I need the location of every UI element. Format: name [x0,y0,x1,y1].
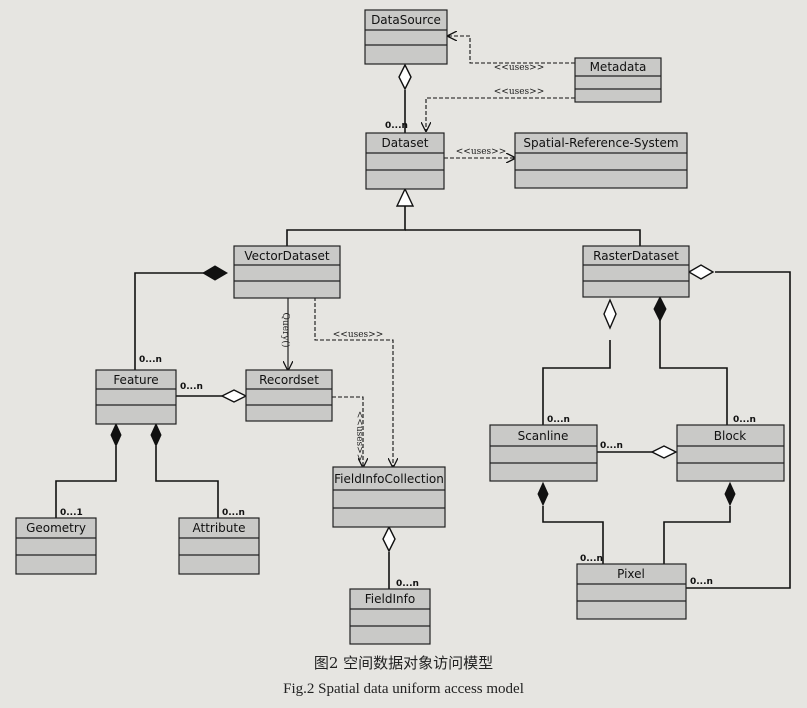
composition-line-feature-attribute [155,446,219,518]
class-metadata: Metadata [574,57,662,103]
multiplicity-scanline: 0...n [547,415,570,425]
generalization-line [286,206,406,246]
class-block: Block [676,424,785,482]
composition-diamond-vectordataset [202,265,228,281]
class-datasource: DataSource [364,9,448,65]
composition-line-vector-feature [134,272,226,370]
class-datasource-name: DataSource [371,13,441,27]
class-pixel-name: Pixel [617,567,645,581]
query-label: Query() [280,313,291,348]
composition-diamond-feature-attribute [150,422,162,448]
multiplicity-dataset: 0...n [385,121,408,131]
uses-link-datasource-metadata [448,36,575,64]
class-rasterdataset-name: RasterDataset [593,249,679,263]
class-fieldinfo: FieldInfo [349,588,431,645]
class-feature-name: Feature [113,373,158,387]
class-metadata-name: Metadata [590,60,647,74]
uses-label-dataset-srs: <<uses>> [456,147,507,157]
uses-label-recordset-fieldinfocollection: <<uses>> [354,411,364,462]
class-geometry: Geometry [15,517,97,575]
aggregation-line-raster-pixel [686,271,791,589]
aggregation-line-raster-scanline [542,340,611,425]
multiplicity-feature-top: 0...n [139,355,162,365]
composition-line-feature-geometry [55,446,117,518]
class-spatial-reference-system: Spatial-Reference-System [514,132,688,189]
generalization-triangle [395,187,415,207]
multiplicity-scanline-right: 0...n [600,441,623,451]
multiplicity-feature-right: 0...n [180,382,203,392]
uses-label-datasource-metadata: <<uses>> [494,63,545,73]
multiplicity-attribute: 0...n [222,508,245,518]
composition-diamond-block [724,481,736,507]
class-fieldinfo-name: FieldInfo [365,592,415,606]
uses-link-dataset-metadata [426,97,575,131]
multiplicity-pixel-right: 0...n [690,577,713,587]
aggregation-diamond-block [650,445,678,459]
aggregation-diamond-recordset [220,389,248,403]
aggregation-diamond-raster-pixel [687,264,715,280]
figure-caption-english: Fig.2 Spatial data uniform access model [283,681,524,697]
multiplicity-pixel-left: 0...n [580,554,603,564]
class-attribute: Attribute [178,517,260,575]
class-scanline: Scanline [489,424,598,482]
aggregation-diamond-raster-scanline [603,298,617,330]
aggregation-diamond-datasource [398,63,412,91]
class-vectordataset-name: VectorDataset [244,249,330,263]
class-block-name: Block [714,429,747,443]
multiplicity-geometry: 0...1 [60,508,83,518]
figure-caption-chinese: 图2 空间数据对象访问模型 [313,654,494,672]
composition-line-raster-block [659,320,728,425]
multiplicity-block: 0...n [733,415,756,425]
composition-diamond-scanline [537,481,549,507]
class-recordset: Recordset [245,369,333,422]
generalization-line-raster [405,229,641,246]
class-geometry-name: Geometry [26,521,86,535]
class-scanline-name: Scanline [518,429,569,443]
composition-line-block-pixel [663,506,731,564]
class-fieldinfocollection: FieldInfoCollection [332,466,446,528]
class-fieldinfocollection-name: FieldInfoCollection [334,472,444,486]
aggregation-diamond-fieldinfocollection [382,525,396,553]
composition-line-scanline-pixel [542,506,604,564]
composition-diamond-raster-block [653,295,667,323]
class-recordset-name: Recordset [259,373,319,387]
class-attribute-name: Attribute [193,521,246,535]
uses-label-dataset-metadata: <<uses>> [494,87,545,97]
class-dataset: Dataset [365,132,445,190]
class-dataset-name: Dataset [382,136,429,150]
composition-diamond-feature-geometry [110,422,122,448]
uses-link-vector-fieldinfocollection [314,297,393,467]
class-srs-name: Spatial-Reference-System [523,136,678,150]
class-vectordataset: VectorDataset [233,245,341,299]
uml-diagram: DataSource Metadata Dataset Spatial-Refe… [15,9,791,645]
class-pixel: Pixel [576,563,687,620]
multiplicity-fieldinfo: 0...n [396,579,419,589]
uses-link-recordset-fieldinfocollection [332,396,363,467]
class-rasterdataset: RasterDataset [582,245,690,298]
uses-label-vector-fieldinfocollection: <<uses>> [333,330,384,340]
class-feature: Feature [95,369,177,425]
